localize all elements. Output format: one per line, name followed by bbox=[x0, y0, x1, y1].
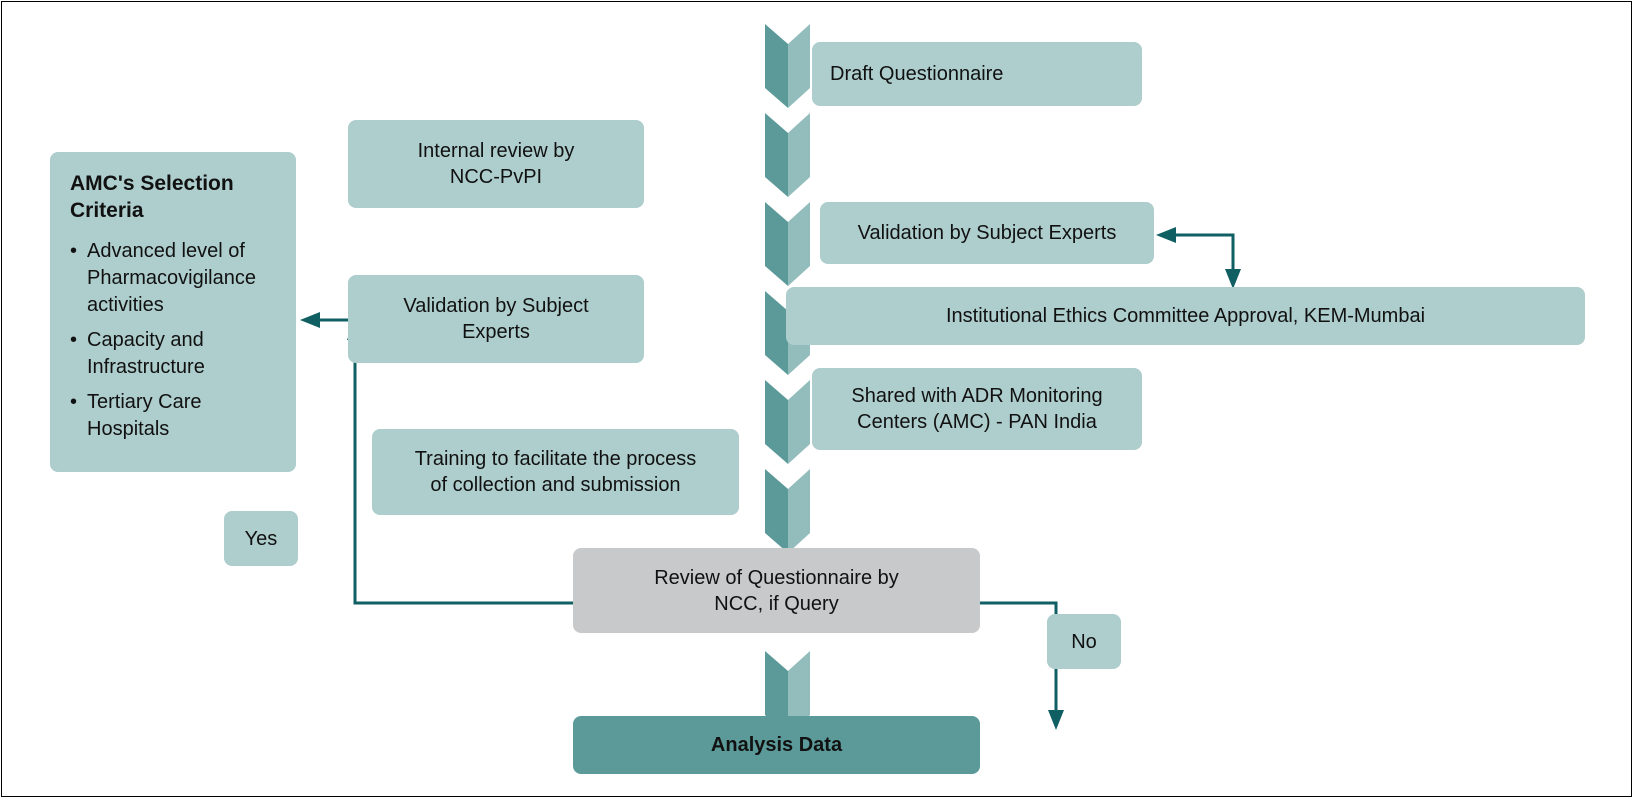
bullet-icon: • bbox=[70, 391, 78, 413]
step-label: Draft Questionnaire bbox=[830, 63, 1004, 85]
arrow-down-icon bbox=[1225, 269, 1241, 289]
connector-ethics bbox=[1170, 233, 1235, 272]
decision-no: No bbox=[1047, 614, 1121, 669]
step-validation-subject-experts-right: Validation by Subject Experts bbox=[820, 202, 1154, 264]
step-ethics-committee-approval: Institutional Ethics Committee Approval,… bbox=[786, 287, 1585, 345]
decision-yes: Yes bbox=[224, 511, 298, 566]
step-label: Validation by Subject Experts bbox=[857, 222, 1117, 244]
step-draft-questionnaire: Draft Questionnaire bbox=[812, 42, 1142, 106]
chevron-down-icon bbox=[765, 469, 788, 553]
arrow-left-icon bbox=[300, 312, 320, 328]
connectors bbox=[300, 227, 1241, 730]
chevron-down-icon bbox=[765, 291, 788, 375]
arrow-down-icon bbox=[1048, 710, 1064, 730]
chevron-down-icon bbox=[765, 113, 788, 197]
chevron-down-icon bbox=[788, 113, 810, 197]
chevron-down-icon bbox=[765, 380, 788, 464]
decision-label: Yes bbox=[244, 527, 278, 550]
chevron-down-icon bbox=[788, 651, 810, 735]
chevron-down-icon bbox=[788, 202, 810, 286]
chevron-down-icon bbox=[765, 202, 788, 286]
arrow-left-icon bbox=[1156, 227, 1176, 243]
chevron-down-icon bbox=[788, 380, 810, 464]
connector-yes bbox=[353, 335, 573, 605]
step-label: Analysis Data bbox=[710, 734, 843, 756]
bullet-icon: • bbox=[70, 240, 78, 262]
decision-label: No bbox=[1071, 630, 1097, 653]
bullet-icon: • bbox=[70, 329, 78, 351]
step-label: Institutional Ethics Committee Approval,… bbox=[945, 305, 1426, 327]
step-analysis-data: Analysis Data bbox=[573, 716, 980, 774]
chevron-down-icon bbox=[788, 469, 810, 553]
chevron-down-icon bbox=[765, 24, 788, 108]
chevron-down-icon bbox=[765, 651, 788, 735]
connector-no bbox=[980, 601, 1058, 712]
chevron-down-icon bbox=[788, 24, 810, 108]
